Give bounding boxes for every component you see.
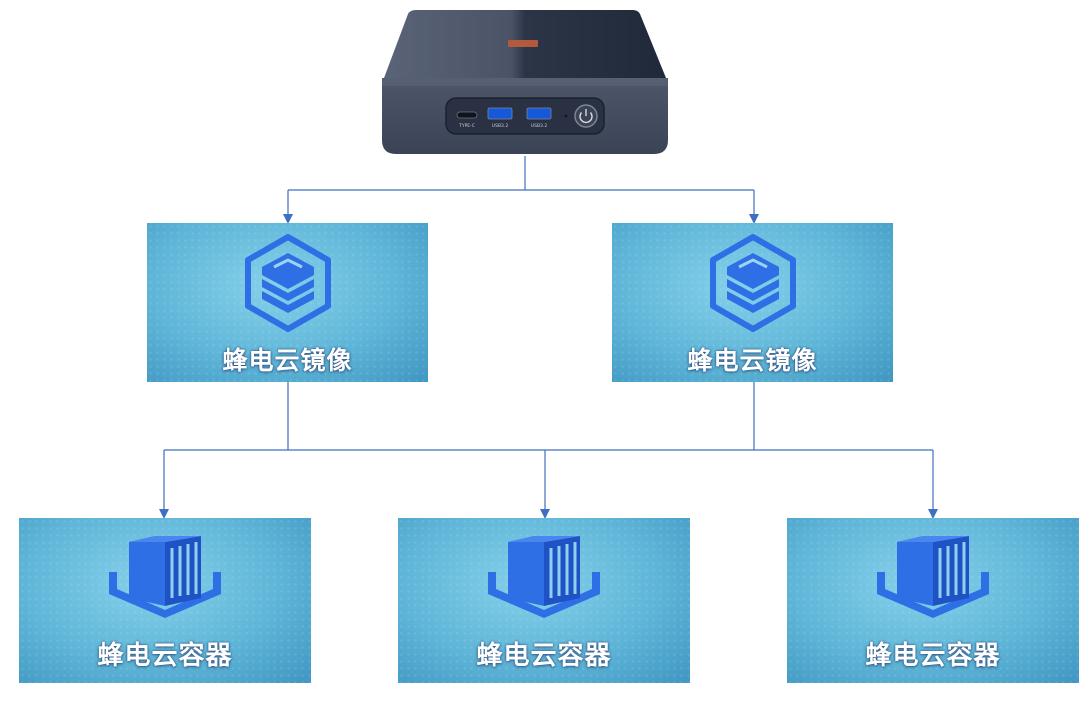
power-icon [574, 104, 598, 128]
container-node-label: 蜂电云容器 [865, 641, 1001, 671]
layered-stack-hexagon-icon [244, 234, 331, 332]
port-label-type-c: TYPE-C [458, 123, 475, 129]
usb-c-port-icon [456, 111, 478, 119]
port-label-usb-1: USB3.2 [492, 123, 509, 129]
container-node-label: 蜂电云容器 [97, 641, 233, 671]
cargo-container-icon [109, 536, 221, 618]
image-node-2: 蜂电云镜像 [612, 223, 893, 382]
usb-a-port-1-icon [487, 107, 513, 120]
layered-stack-hexagon-icon [709, 234, 796, 332]
image-node-label: 蜂电云镜像 [687, 346, 818, 375]
image-node-1: 蜂电云镜像 [147, 223, 428, 382]
image-node-label: 蜂电云镜像 [222, 346, 353, 375]
container-node-1: 蜂电云容器 [19, 518, 311, 683]
container-node-3: 蜂电云容器 [787, 518, 1079, 683]
container-node-label: 蜂电云容器 [476, 641, 612, 671]
cargo-container-icon [488, 536, 600, 618]
mini-pc-icon: TYPE-C USB3.2 USB3.2 [382, 10, 668, 154]
usb-a-port-2-icon [526, 107, 552, 120]
container-node-2: 蜂电云容器 [398, 518, 690, 683]
cargo-container-icon [877, 536, 989, 618]
port-label-usb-2: USB3.2 [531, 123, 548, 129]
